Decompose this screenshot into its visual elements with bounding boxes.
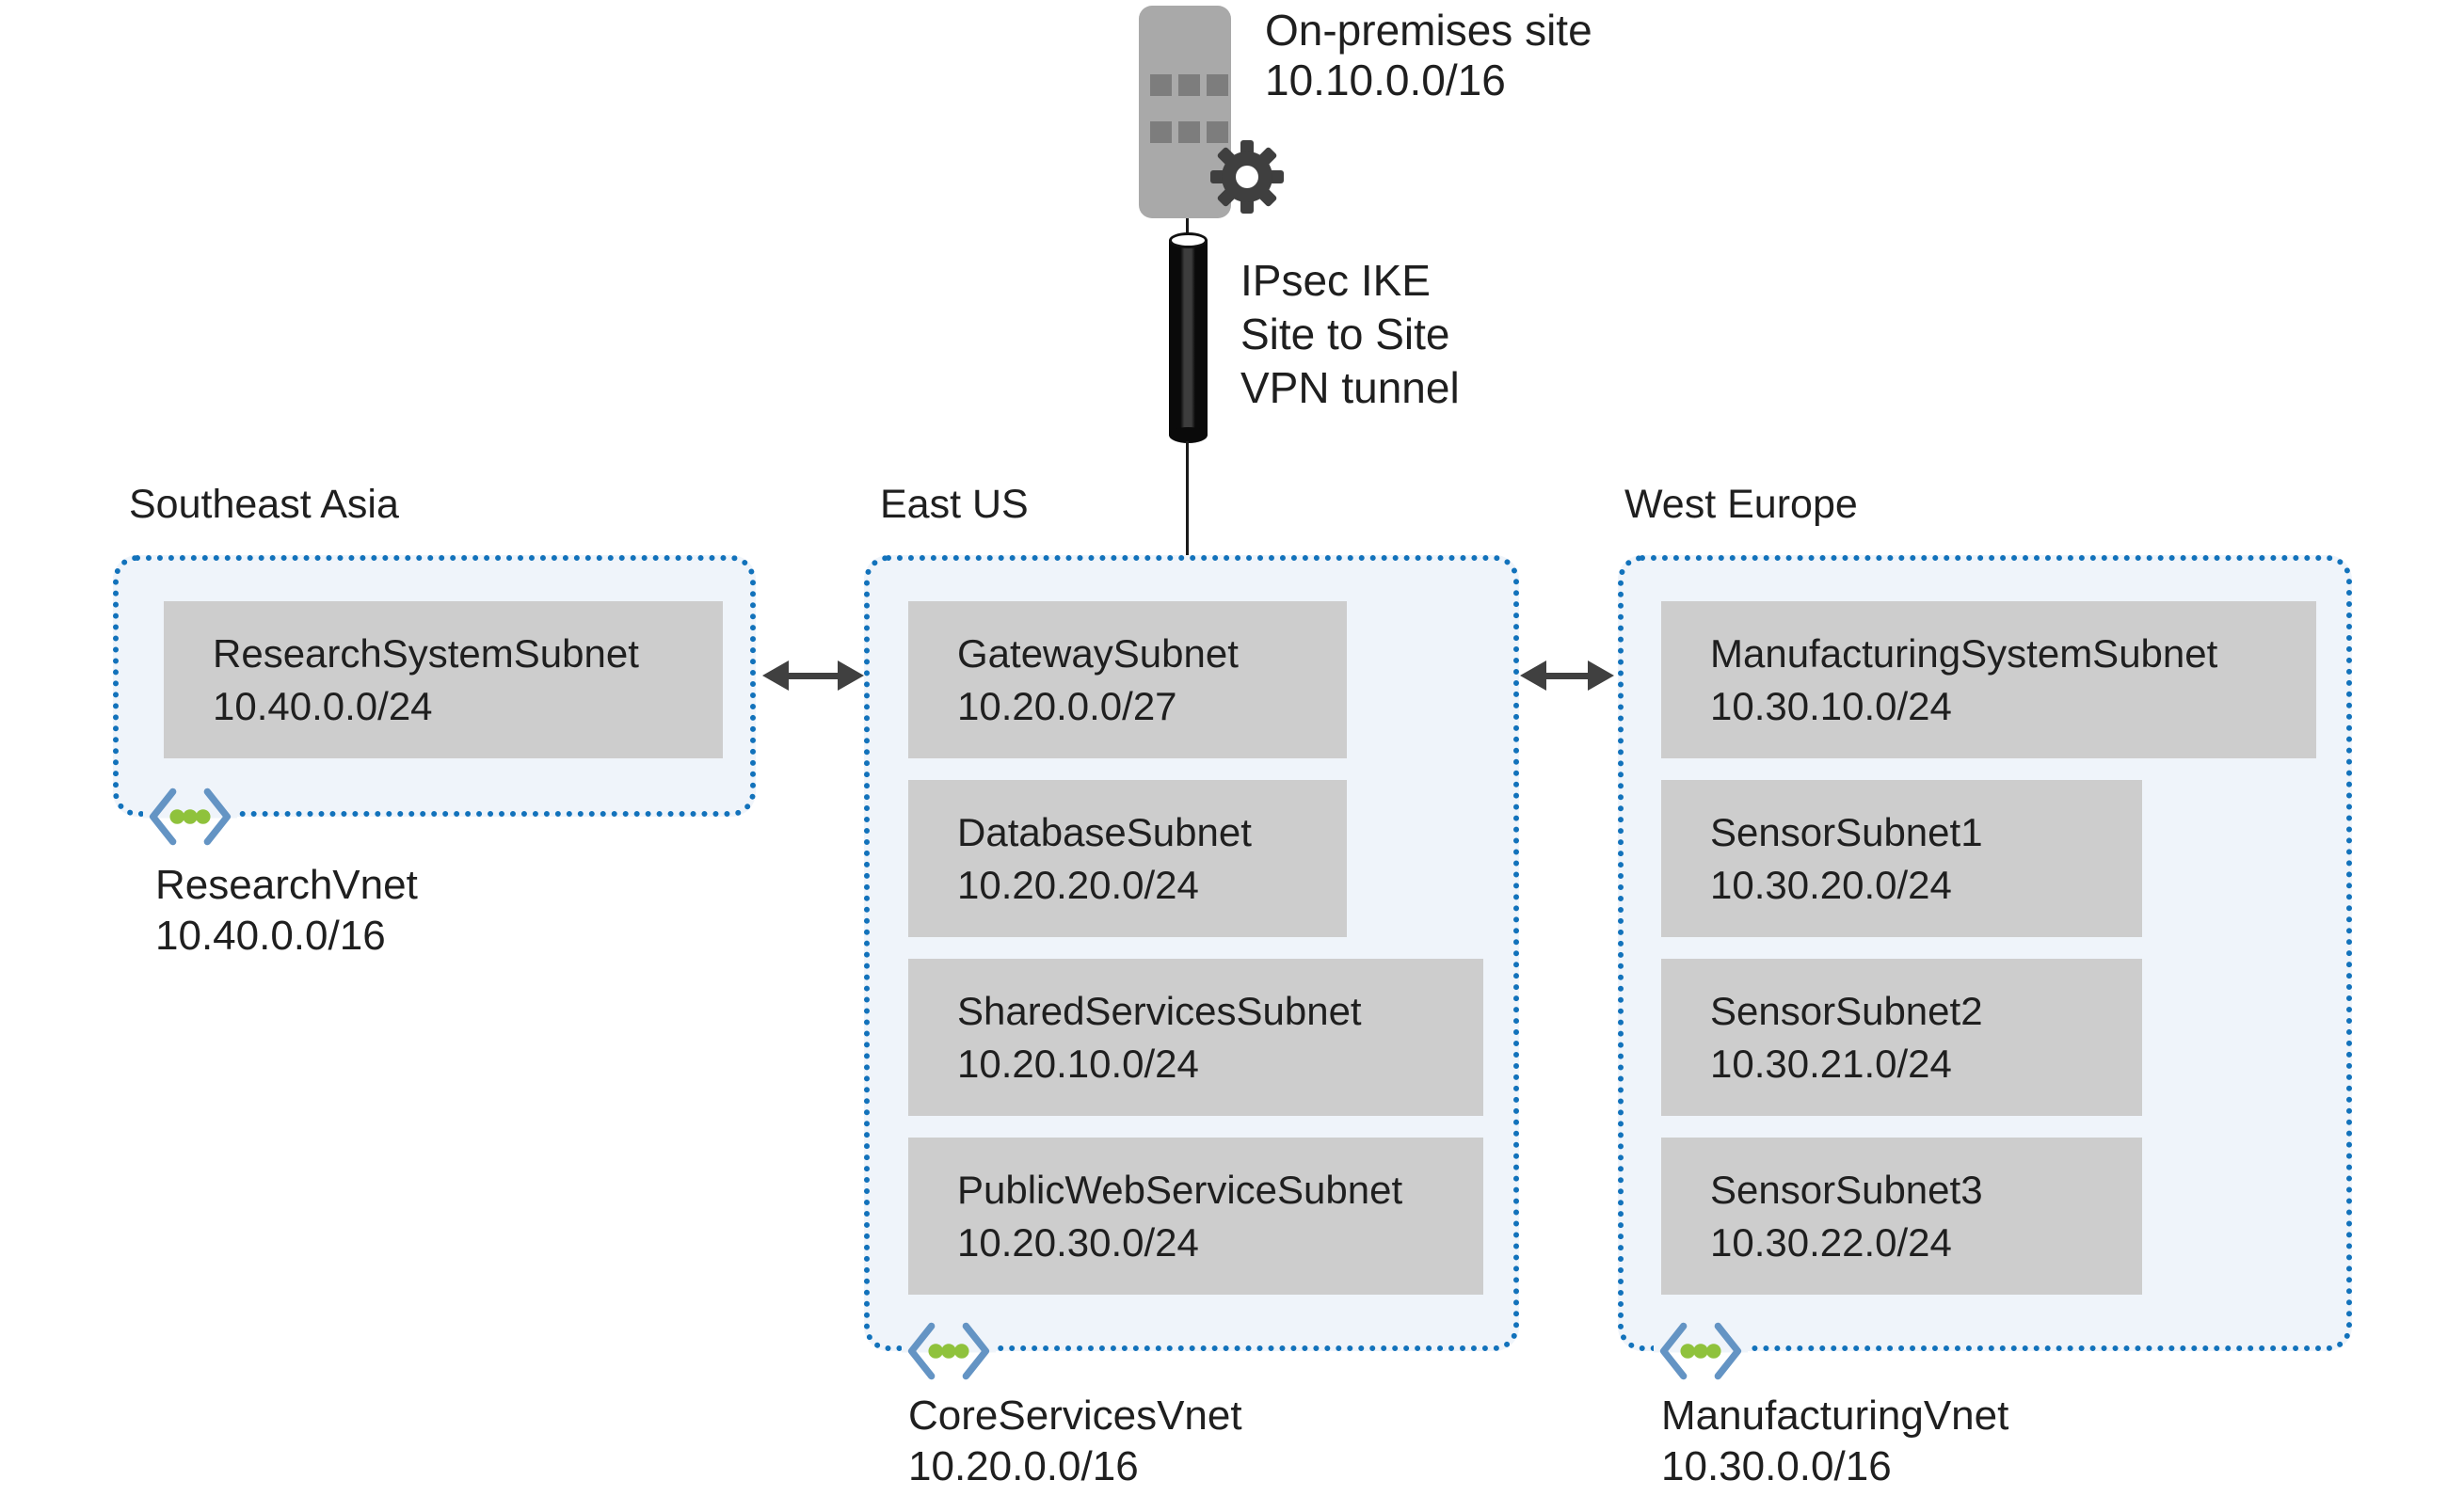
building-icon bbox=[1139, 6, 1231, 218]
vnet-icon bbox=[1654, 1320, 1748, 1382]
region-label-east-us: East US bbox=[880, 482, 1029, 527]
subnet-box: SensorSubnet1 10.30.20.0/24 bbox=[1661, 780, 2142, 937]
subnet-name: SensorSubnet1 bbox=[1710, 809, 1983, 854]
vpn-tunnel-label-line: VPN tunnel bbox=[1240, 363, 1460, 412]
subnet-cidr: 10.30.22.0/24 bbox=[1710, 1219, 1952, 1265]
vnet-name: ManufacturingVnet bbox=[1661, 1393, 2009, 1439]
subnet-box: GatewaySubnet 10.20.0.0/27 bbox=[908, 601, 1347, 758]
building-window bbox=[1207, 121, 1228, 143]
on-premises-cidr: 10.10.0.0/16 bbox=[1265, 56, 1506, 104]
subnet-box: ManufacturingSystemSubnet 10.30.10.0/24 bbox=[1661, 601, 2316, 758]
subnet-name: GatewaySubnet bbox=[957, 630, 1239, 676]
region-box-southeast-asia: ResearchSystemSubnet 10.40.0.0/24 bbox=[113, 555, 756, 817]
region-label-southeast-asia: Southeast Asia bbox=[129, 482, 399, 527]
subnet-name: PublicWebServiceSubnet bbox=[957, 1167, 1403, 1212]
vnet-name: CoreServicesVnet bbox=[908, 1393, 1242, 1439]
subnet-cidr: 10.20.0.0/27 bbox=[957, 683, 1177, 728]
subnet-box: SensorSubnet3 10.30.22.0/24 bbox=[1661, 1138, 2142, 1295]
subnet-name: SensorSubnet2 bbox=[1710, 988, 1983, 1033]
subnet-cidr: 10.20.20.0/24 bbox=[957, 862, 1199, 907]
subnet-name: ResearchSystemSubnet bbox=[213, 630, 639, 676]
subnet-cidr: 10.30.20.0/24 bbox=[1710, 862, 1952, 907]
subnet-box: SensorSubnet2 10.30.21.0/24 bbox=[1661, 959, 2142, 1116]
subnet-cidr: 10.20.30.0/24 bbox=[957, 1219, 1199, 1265]
subnet-box: PublicWebServiceSubnet 10.20.30.0/24 bbox=[908, 1138, 1483, 1295]
subnet-cidr: 10.30.10.0/24 bbox=[1710, 683, 1952, 728]
vpn-connector-line bbox=[1186, 218, 1189, 235]
vnet-icon bbox=[143, 786, 237, 848]
vpn-connector-line bbox=[1186, 441, 1189, 557]
vnet-icon bbox=[902, 1320, 996, 1382]
vpn-tunnel-top-cap bbox=[1169, 232, 1208, 248]
on-premises-label: On-premises site bbox=[1265, 6, 1592, 55]
vpn-tunnel-bottom-cap bbox=[1169, 427, 1208, 443]
vpn-tunnel-label-line: Site to Site bbox=[1240, 310, 1450, 358]
subnet-cidr: 10.40.0.0/24 bbox=[213, 683, 433, 728]
building-window bbox=[1150, 74, 1172, 96]
peering-arrow-icon bbox=[762, 660, 864, 691]
subnet-name: SensorSubnet3 bbox=[1710, 1167, 1983, 1212]
subnet-cidr: 10.20.10.0/24 bbox=[957, 1041, 1199, 1086]
vnet-name: ResearchVnet bbox=[155, 862, 418, 908]
subnet-cidr: 10.30.21.0/24 bbox=[1710, 1041, 1952, 1086]
building-window bbox=[1207, 74, 1228, 96]
peering-arrow-icon bbox=[1520, 660, 1614, 691]
vpn-tunnel-cylinder-icon bbox=[1169, 232, 1208, 443]
building-window bbox=[1150, 121, 1172, 143]
region-box-west-europe: ManufacturingSystemSubnet 10.30.10.0/24 … bbox=[1618, 555, 2352, 1351]
subnet-name: SharedServicesSubnet bbox=[957, 988, 1362, 1033]
arrow-shaft bbox=[785, 673, 841, 679]
region-label-west-europe: West Europe bbox=[1624, 482, 1858, 527]
subnet-box: SharedServicesSubnet 10.20.10.0/24 bbox=[908, 959, 1483, 1116]
subnet-name: DatabaseSubnet bbox=[957, 809, 1252, 854]
building-window bbox=[1178, 74, 1200, 96]
vnet-cidr: 10.40.0.0/16 bbox=[155, 913, 386, 959]
arrow-shaft bbox=[1543, 673, 1592, 679]
vnet-cidr: 10.30.0.0/16 bbox=[1661, 1443, 1892, 1489]
gear-icon bbox=[1210, 140, 1284, 214]
region-box-east-us: GatewaySubnet 10.20.0.0/27 DatabaseSubne… bbox=[864, 555, 1519, 1351]
vnet-cidr: 10.20.0.0/16 bbox=[908, 1443, 1139, 1489]
vpn-tunnel-body bbox=[1169, 240, 1208, 436]
building-window bbox=[1178, 121, 1200, 143]
subnet-box: DatabaseSubnet 10.20.20.0/24 bbox=[908, 780, 1347, 937]
vpn-tunnel-label-line: IPsec IKE bbox=[1240, 256, 1431, 305]
subnet-name: ManufacturingSystemSubnet bbox=[1710, 630, 2218, 676]
subnet-box: ResearchSystemSubnet 10.40.0.0/24 bbox=[164, 601, 723, 758]
